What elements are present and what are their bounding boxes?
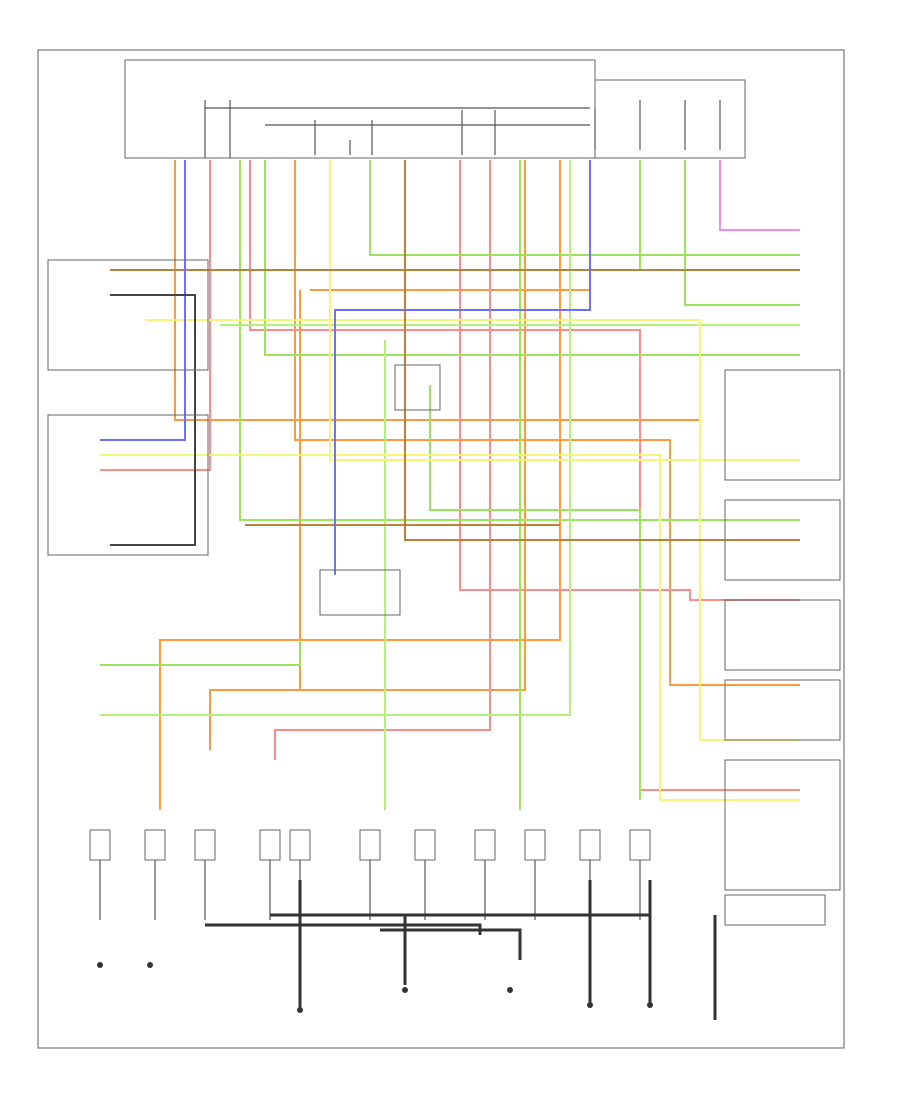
ground-symbol-5 <box>587 1002 593 1008</box>
lamp-socket-0 <box>89 829 111 861</box>
wire-pink-6 <box>100 160 211 471</box>
wire-lightgreen-18 <box>100 160 571 716</box>
lamp-socket-8 <box>524 829 546 861</box>
right-side-modules <box>724 369 841 926</box>
wire-green-11 <box>264 160 800 356</box>
wire-gray-30 <box>110 294 196 546</box>
wire-orange-1 <box>294 160 800 686</box>
diagram-frame <box>37 49 845 1049</box>
wire-green-17 <box>100 640 301 666</box>
wire-green-16 <box>429 385 641 800</box>
lamp-socket-6 <box>414 829 436 861</box>
lamp-socket-4 <box>289 829 311 861</box>
wire-orange-3 <box>209 160 526 750</box>
lamp-row <box>89 829 651 920</box>
lamp-socket-1 <box>144 829 166 861</box>
lamp-socket-9 <box>579 829 601 861</box>
wire-blue-27 <box>334 160 591 575</box>
wire-green-14 <box>684 160 800 306</box>
lamp-socket-3 <box>259 829 281 861</box>
wire-yellow-23 <box>100 454 800 801</box>
wire-green-12 <box>369 160 800 256</box>
ground-symbol-3 <box>402 987 408 993</box>
lamp-socket-2 <box>194 829 216 861</box>
wire-blue-28 <box>100 160 186 441</box>
ground-network <box>97 880 717 1020</box>
ground-bar-0 <box>205 923 482 935</box>
wire-magenta-29 <box>719 160 800 231</box>
combination-meter <box>47 414 209 556</box>
wire-orange-2 <box>159 160 561 810</box>
ground-symbol-1 <box>147 962 153 968</box>
wire-green-10 <box>239 160 800 521</box>
ground-bar-2 <box>380 928 522 960</box>
ground-symbol-2 <box>297 1007 303 1013</box>
wire-yellow-22 <box>145 319 800 741</box>
turn-signal-switch <box>47 259 209 371</box>
wire-yellow-21 <box>329 160 800 461</box>
wire-pink-8 <box>249 160 800 791</box>
wire-brown-24 <box>404 160 800 541</box>
relay-block <box>394 364 441 411</box>
wire-pink-9 <box>274 160 491 760</box>
ground-symbol-4 <box>507 987 513 993</box>
ground-symbol-6 <box>647 1002 653 1008</box>
hazard-switch <box>319 569 401 616</box>
ground-symbol-0 <box>97 962 103 968</box>
wire-pink-7 <box>459 160 800 601</box>
lamp-socket-10 <box>629 829 651 861</box>
wire-orange-0 <box>174 160 800 521</box>
body-control-module <box>124 59 746 159</box>
wires <box>100 160 800 810</box>
lamp-socket-7 <box>474 829 496 861</box>
lamp-socket-5 <box>359 829 381 861</box>
